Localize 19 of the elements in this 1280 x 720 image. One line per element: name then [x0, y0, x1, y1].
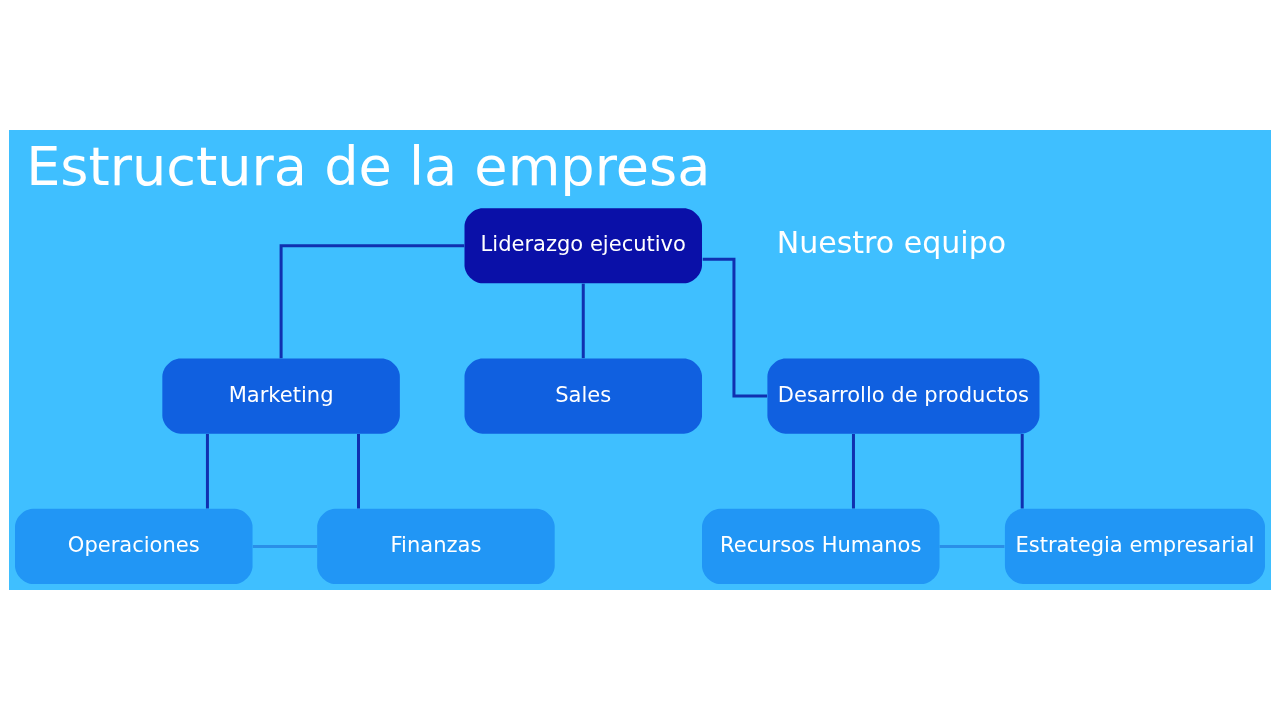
- node-box: Recursos Humanos: [702, 508, 940, 584]
- connector: [1020, 434, 1024, 509]
- connector: [851, 434, 855, 509]
- diagram-title: Estructura de la empresa: [26, 135, 711, 199]
- connector: [205, 434, 209, 509]
- connector: [702, 257, 768, 398]
- node-box: Estrategia empresarial: [1004, 508, 1265, 584]
- connector: [581, 283, 585, 359]
- node-box: Operaciones: [15, 508, 253, 584]
- node-box: Finanzas: [317, 508, 555, 584]
- node-box: Marketing: [162, 358, 400, 434]
- label: Nuestro equipo: [776, 225, 1007, 261]
- connector: [279, 244, 465, 359]
- node-box: Liderazgo ejecutivo: [464, 208, 702, 284]
- node-box: Sales: [464, 358, 702, 434]
- node-box: Desarrollo de productos: [767, 358, 1040, 434]
- connector: [252, 544, 318, 548]
- connector: [939, 544, 1005, 548]
- connector: [357, 434, 360, 509]
